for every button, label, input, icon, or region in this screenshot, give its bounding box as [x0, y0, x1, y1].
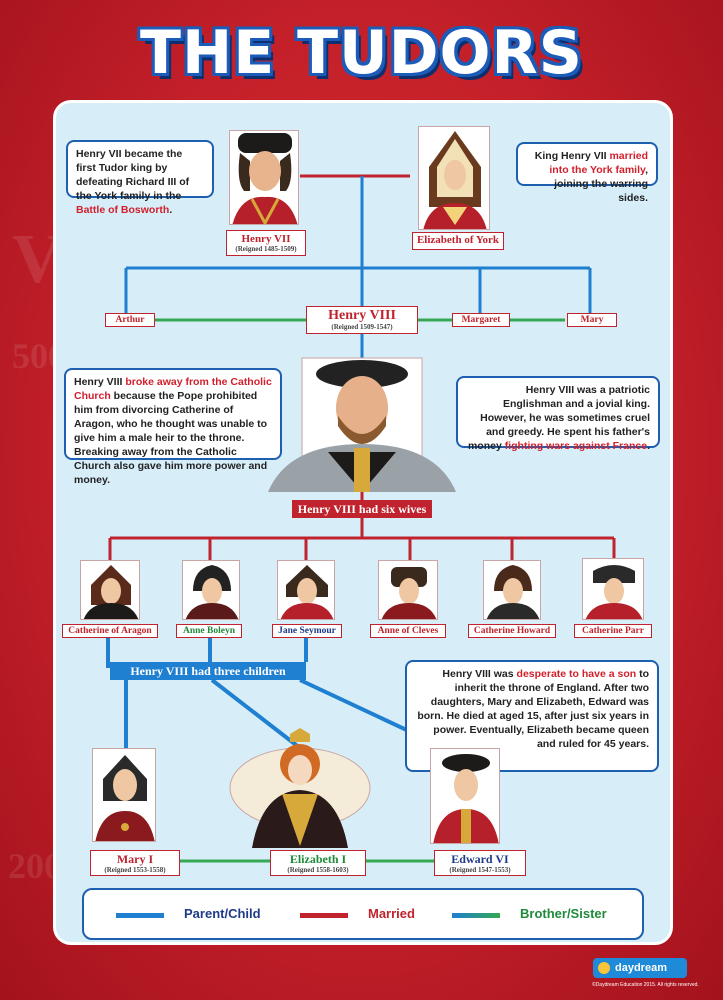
reign-dates: (Reigned 1485-1509)	[235, 245, 297, 253]
son-note: Henry VIII was desperate to have a son t…	[405, 660, 659, 772]
three-children-banner: Henry VIII had three children	[110, 662, 306, 680]
person-name: Margaret	[461, 315, 501, 325]
margaret-label: Margaret	[452, 313, 510, 327]
henry-vii-label: Henry VII (Reigned 1485-1509)	[226, 230, 306, 256]
elizabeth-of-york-portrait	[418, 126, 490, 230]
copyright: ©Daydream Education 2015. All rights res…	[592, 982, 699, 988]
person-name: Jane Seymour	[278, 626, 336, 636]
reign-dates: (Reigned 1553-1558)	[104, 866, 166, 874]
brother-sister-label: Brother/Sister	[520, 906, 607, 921]
person-name: Mary	[580, 315, 604, 325]
legend: Parent/Child Married Brother/Sister	[82, 888, 644, 940]
henry-vii-portrait	[229, 130, 299, 225]
note-text: .	[647, 440, 650, 452]
note-text: King Henry VII	[534, 150, 610, 162]
reign-dates: (Reigned 1547-1553)	[449, 866, 511, 874]
note-text: Henry VII became the first Tudor king by…	[76, 148, 190, 202]
brother-sister-swatch	[452, 913, 500, 918]
parent-child-label: Parent/Child	[184, 906, 261, 921]
catherine-parr-portrait	[582, 558, 644, 620]
note-text: .	[169, 204, 173, 216]
note-highlight: broke away from the Catholic Church	[74, 376, 272, 402]
catherine-howard-portrait	[483, 560, 541, 620]
person-name: Catherine Howard	[473, 626, 551, 636]
person-name: Anne Boleyn	[183, 626, 235, 636]
married-label: Married	[368, 906, 415, 921]
note-text: to inherit the throne of England. After …	[417, 668, 649, 750]
catherine-howard-label: Catherine Howard	[468, 624, 556, 638]
person-name: Anne of Cleves	[377, 626, 439, 636]
york-marriage-note: King Henry VII married into the York fam…	[516, 142, 658, 204]
note-text: Henry VIII was	[442, 668, 517, 680]
page-title: THE TUDORS	[140, 18, 583, 88]
edward-vi-label: Edward VI (Reigned 1547-1553)	[434, 850, 526, 876]
note-highlight: desperate to have a son	[516, 668, 637, 680]
note-text: Henry VIII	[74, 376, 126, 388]
wars-note: Henry VIII was a patriotic Englishman an…	[456, 376, 660, 452]
note-text: Henry VIII was a patriotic Englishman an…	[467, 384, 650, 452]
anne-of-cleves-label: Anne of Cleves	[370, 624, 446, 638]
person-name: Edward VI	[451, 852, 509, 866]
person-name: Mary I	[116, 852, 154, 866]
person-name: Elizabeth I	[289, 852, 347, 866]
catherine-parr-label: Catherine Parr	[574, 624, 652, 638]
person-name: Henry VIII	[328, 308, 396, 323]
note-highlight: fighting wars against France	[504, 440, 648, 452]
daydream-logo: daydream	[593, 958, 687, 978]
edward-vi-portrait	[430, 748, 500, 844]
brand-name: daydream	[615, 962, 667, 974]
person-name: Catherine Parr	[582, 626, 644, 636]
note-highlight: married into the York family	[549, 150, 648, 176]
anne-of-cleves-portrait	[378, 560, 438, 620]
person-name: Elizabeth of York	[416, 234, 500, 246]
mary-i-portrait	[92, 748, 156, 842]
catholic-church-note: Henry VIII broke away from the Catholic …	[64, 368, 282, 486]
sun-icon	[598, 962, 610, 974]
arthur-label: Arthur	[105, 313, 155, 327]
parent-child-swatch	[116, 913, 164, 918]
jane-seymour-portrait	[277, 560, 335, 620]
person-name: Catherine of Aragon	[68, 626, 152, 636]
reign-dates: (Reigned 1509-1547)	[331, 323, 393, 331]
anne-boleyn-portrait	[182, 560, 240, 620]
elizabeth-of-york-label: Elizabeth of York	[412, 232, 504, 250]
reign-dates: (Reigned 1558-1603)	[287, 866, 349, 874]
married-swatch	[300, 913, 348, 918]
elizabeth-i-portrait	[222, 728, 378, 848]
person-name: Arthur	[115, 315, 145, 325]
anne-boleyn-label: Anne Boleyn	[176, 624, 242, 638]
note-text: , joining the warring sides.	[554, 164, 648, 204]
mary-i-label: Mary I (Reigned 1553-1558)	[90, 850, 180, 876]
elizabeth-i-label: Elizabeth I (Reigned 1558-1603)	[270, 850, 366, 876]
person-name: Henry VII	[241, 233, 291, 245]
note-text: because the Pope prohibited him from div…	[74, 390, 268, 486]
henry-vii-note: Henry VII became the first Tudor king by…	[66, 140, 214, 216]
catherine-of-aragon-label: Catherine of Aragon	[62, 624, 158, 638]
six-wives-banner: Henry VIII had six wives	[292, 500, 432, 518]
note-highlight: Battle of Bosworth	[76, 204, 170, 216]
mary-label: Mary	[567, 313, 617, 327]
catherine-of-aragon-portrait	[80, 560, 140, 620]
henry-viii-portrait	[268, 352, 456, 492]
henry-viii-label: Henry VIII (Reigned 1509-1547)	[306, 306, 418, 334]
jane-seymour-label: Jane Seymour	[272, 624, 342, 638]
